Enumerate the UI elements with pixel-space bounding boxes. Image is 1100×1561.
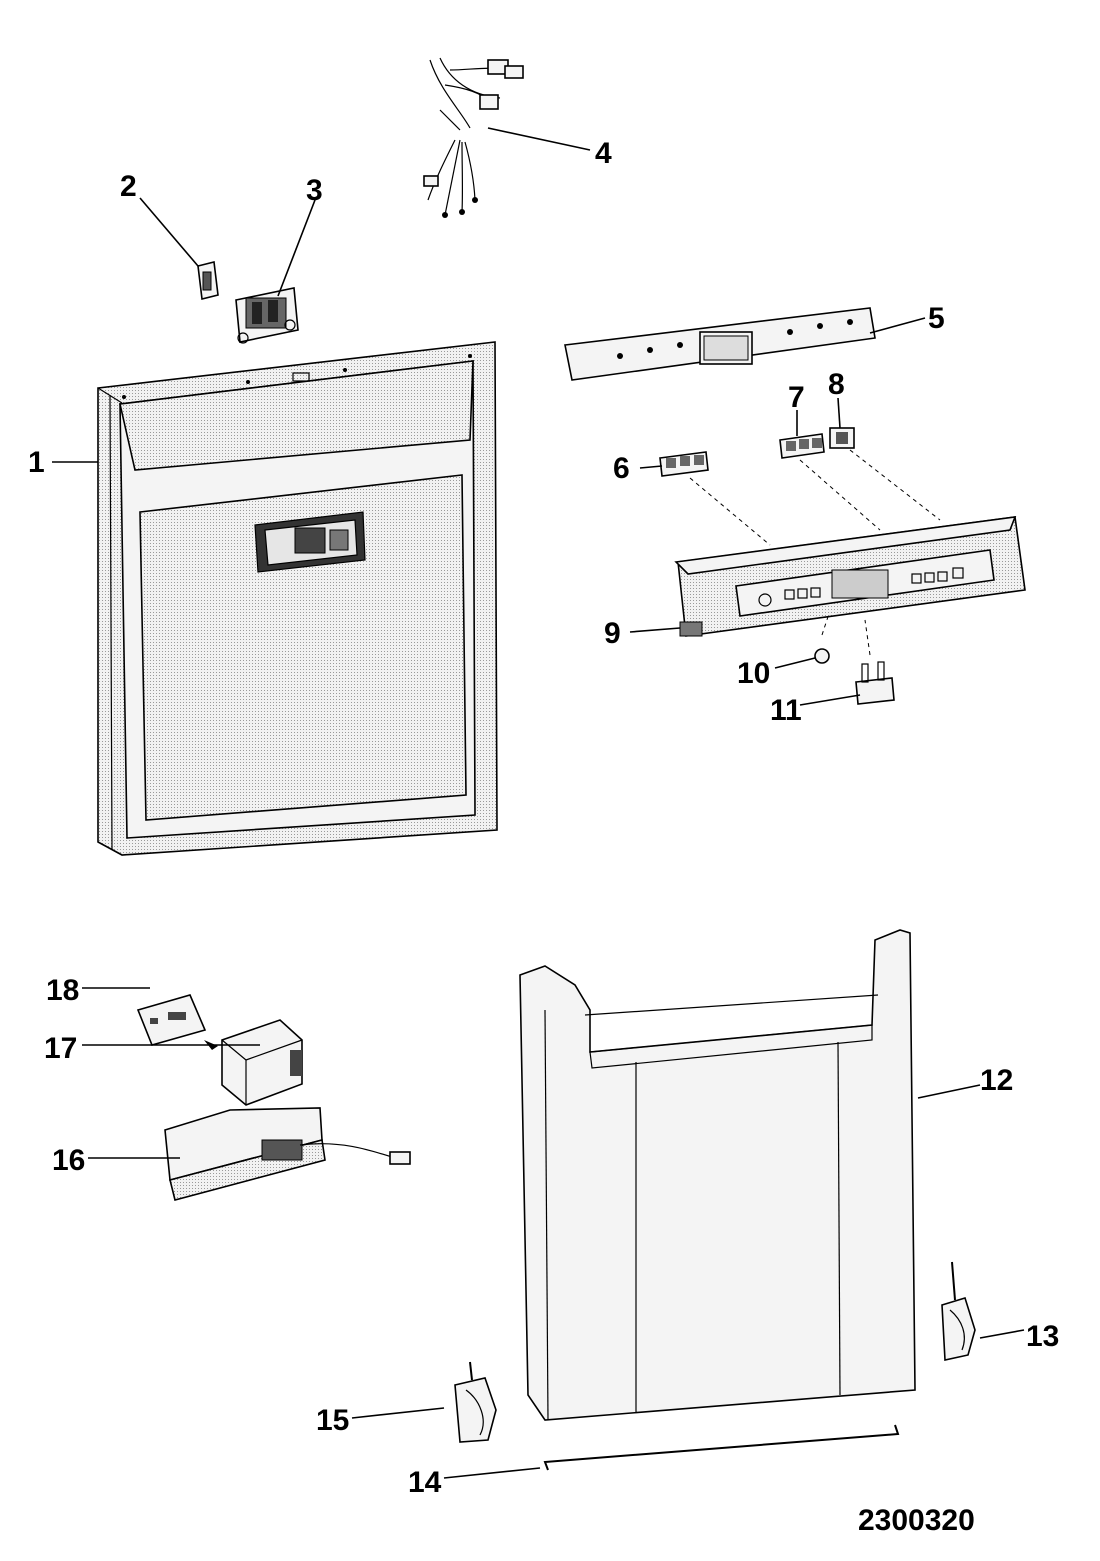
callout-18: 18	[46, 974, 79, 1007]
callout-1: 1	[28, 446, 45, 479]
left-hinge	[454, 1361, 497, 1443]
callout-6: 6	[613, 452, 630, 485]
callout-8: 8	[828, 368, 845, 401]
callout-11: 11	[770, 694, 802, 727]
outer-door-panel	[519, 929, 916, 1421]
wiring-harness	[423, 57, 524, 218]
callout-10: 10	[737, 657, 770, 690]
door-rod	[543, 1424, 900, 1471]
electronic-module	[164, 1107, 411, 1201]
callout-4: 4	[595, 137, 612, 170]
button-key-6	[659, 451, 709, 477]
callout-12: 12	[980, 1064, 1013, 1097]
drawing-number: 2300320	[858, 1504, 975, 1537]
callout-16: 16	[52, 1144, 85, 1177]
callout-9: 9	[604, 617, 621, 650]
callout-17: 17	[44, 1032, 77, 1065]
control-board	[564, 307, 876, 381]
callout-2: 2	[120, 170, 137, 203]
panel-bracket	[855, 661, 895, 705]
door-lock-assembly	[235, 287, 299, 344]
button-key-7	[779, 433, 825, 459]
callout-5: 5	[928, 302, 945, 335]
inner-door-panel	[97, 341, 498, 856]
module-box	[221, 1019, 303, 1106]
callout-15: 15	[316, 1404, 349, 1437]
right-hinge	[941, 1261, 976, 1361]
small-knob	[814, 648, 830, 664]
latch-clip	[197, 261, 219, 300]
control-panel	[674, 516, 1026, 637]
label-card	[136, 994, 218, 1050]
callout-14: 14	[408, 1466, 442, 1499]
callout-7: 7	[788, 381, 805, 414]
callout-3: 3	[306, 174, 323, 207]
callout-13: 13	[1026, 1320, 1059, 1353]
button-key-8	[829, 427, 855, 449]
dispenser-cutout	[254, 511, 366, 573]
